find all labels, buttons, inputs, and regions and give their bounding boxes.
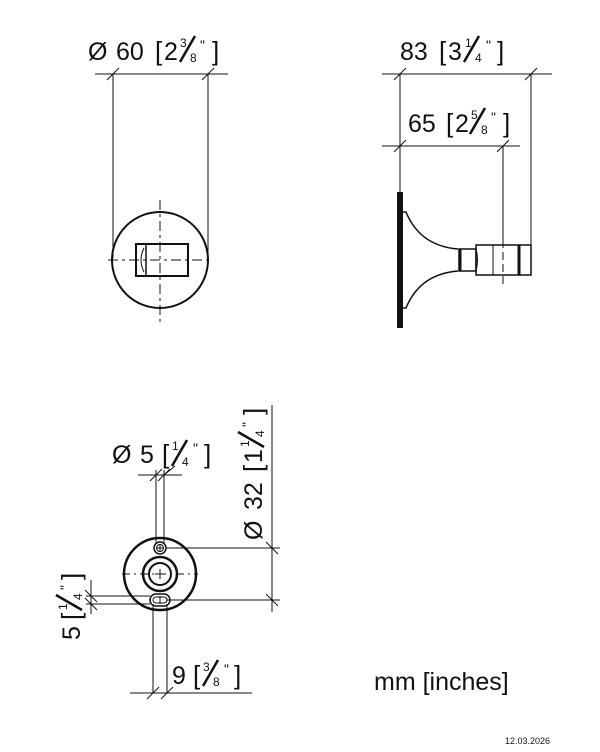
inch-mark: " <box>239 422 255 427</box>
mm-value: 65 <box>408 110 436 138</box>
dim-front-diameter: Ø 60 [ 2 3 8 " ] <box>88 35 219 66</box>
mm-value: 32 <box>240 482 268 510</box>
dim-slot-height: 5 [ 1 4 " ] <box>55 573 86 640</box>
bracket-open: [ <box>162 439 170 469</box>
front-view <box>95 67 228 325</box>
dim-plate-diameter: Ø 32 [ 1 1 4 " ] <box>237 408 268 540</box>
dim-hole-diameter: Ø 5 [ 1 4 " ] <box>112 439 211 469</box>
inch-num: 1 <box>238 440 252 447</box>
mm-value: 5 <box>140 441 154 469</box>
inch-whole: 1 <box>240 449 268 463</box>
dim-slot-width: 9 [ 3 8 " ] <box>172 659 241 690</box>
inch-den: 4 <box>253 430 267 437</box>
bracket-open: [ <box>446 108 454 138</box>
diameter-symbol: Ø <box>112 441 131 469</box>
bracket-close: ] <box>234 660 241 690</box>
inch-mark: " <box>491 109 496 125</box>
mm-value: 83 <box>400 38 428 66</box>
inch-num: 1 <box>465 36 472 50</box>
bracket-open: [ <box>439 36 447 66</box>
inch-mark: " <box>486 37 491 53</box>
bracket-close: ] <box>204 439 211 469</box>
inch-num: 1 <box>172 439 179 453</box>
inch-mark: " <box>200 37 205 53</box>
bracket-open: [ <box>56 612 86 620</box>
dim-overall-depth: 83 [ 3 1 4 " ] <box>400 35 504 66</box>
inch-num: 3 <box>180 36 187 50</box>
bracket-close: ] <box>212 36 219 66</box>
inch-den: 4 <box>71 593 85 600</box>
inch-den: 8 <box>213 675 220 689</box>
inch-num: 1 <box>56 603 70 610</box>
side-view <box>382 67 552 328</box>
inch-den: 8 <box>190 51 197 65</box>
dim-body-depth: 65 [ 2 5 8 " ] <box>408 107 510 138</box>
inch-whole: 2 <box>455 110 469 138</box>
bracket-close: ] <box>56 573 86 580</box>
bracket-close: ] <box>503 108 510 138</box>
bracket-open: [ <box>238 464 268 472</box>
date-stamp: 12.03.2026 <box>505 736 551 746</box>
inch-whole: 3 <box>448 38 462 66</box>
mm-value: 5 <box>58 626 86 640</box>
inch-mark: " <box>193 440 198 456</box>
inch-whole: 2 <box>164 38 178 66</box>
mm-value: 9 <box>172 662 186 690</box>
bracket-close: ] <box>238 408 268 415</box>
inch-mark: " <box>57 585 73 590</box>
bracket-close: ] <box>497 36 504 66</box>
inch-num: 5 <box>471 108 478 122</box>
diameter-symbol: Ø <box>240 521 268 540</box>
bracket-open: [ <box>155 36 163 66</box>
diameter-symbol: Ø <box>88 38 107 66</box>
units-label: mm [inches] <box>374 668 509 696</box>
inch-den: 4 <box>475 51 482 65</box>
inch-mark: " <box>224 661 229 677</box>
plan-view <box>84 405 280 700</box>
bracket-open: [ <box>193 660 201 690</box>
mm-value: 60 <box>116 38 144 66</box>
inch-den: 8 <box>481 123 488 137</box>
inch-den: 4 <box>182 455 189 469</box>
inch-num: 3 <box>203 660 210 674</box>
